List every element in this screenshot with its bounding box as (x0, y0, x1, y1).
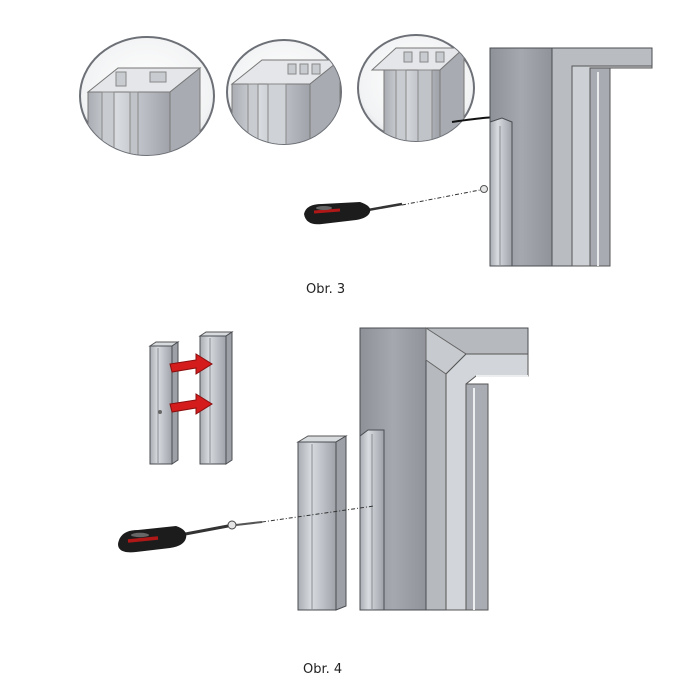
screwdriver-icon (118, 524, 229, 553)
screw (480, 185, 488, 193)
figure-3-caption: Obr. 3 (306, 282, 346, 297)
profile-post (489, 117, 513, 267)
figure-3 (79, 34, 653, 267)
screw-axis-line (261, 505, 375, 523)
screw-axis-line (401, 189, 481, 206)
screwdriver-icon (304, 202, 403, 225)
profile-post (359, 429, 385, 611)
figure-4 (118, 327, 529, 611)
screw (227, 520, 263, 530)
door-frame (489, 47, 653, 267)
arrow-right-icon (169, 393, 213, 415)
inset-profiles (148, 331, 234, 465)
figure-4-caption: Obr. 4 (303, 662, 343, 677)
door-frame (359, 327, 529, 611)
magnifier-detail-icon (226, 39, 342, 145)
magnifier-detail-icon (79, 36, 215, 156)
arrow-right-icon (169, 353, 213, 375)
profile-post (296, 435, 348, 611)
magnifier-detail-icon (357, 34, 475, 142)
